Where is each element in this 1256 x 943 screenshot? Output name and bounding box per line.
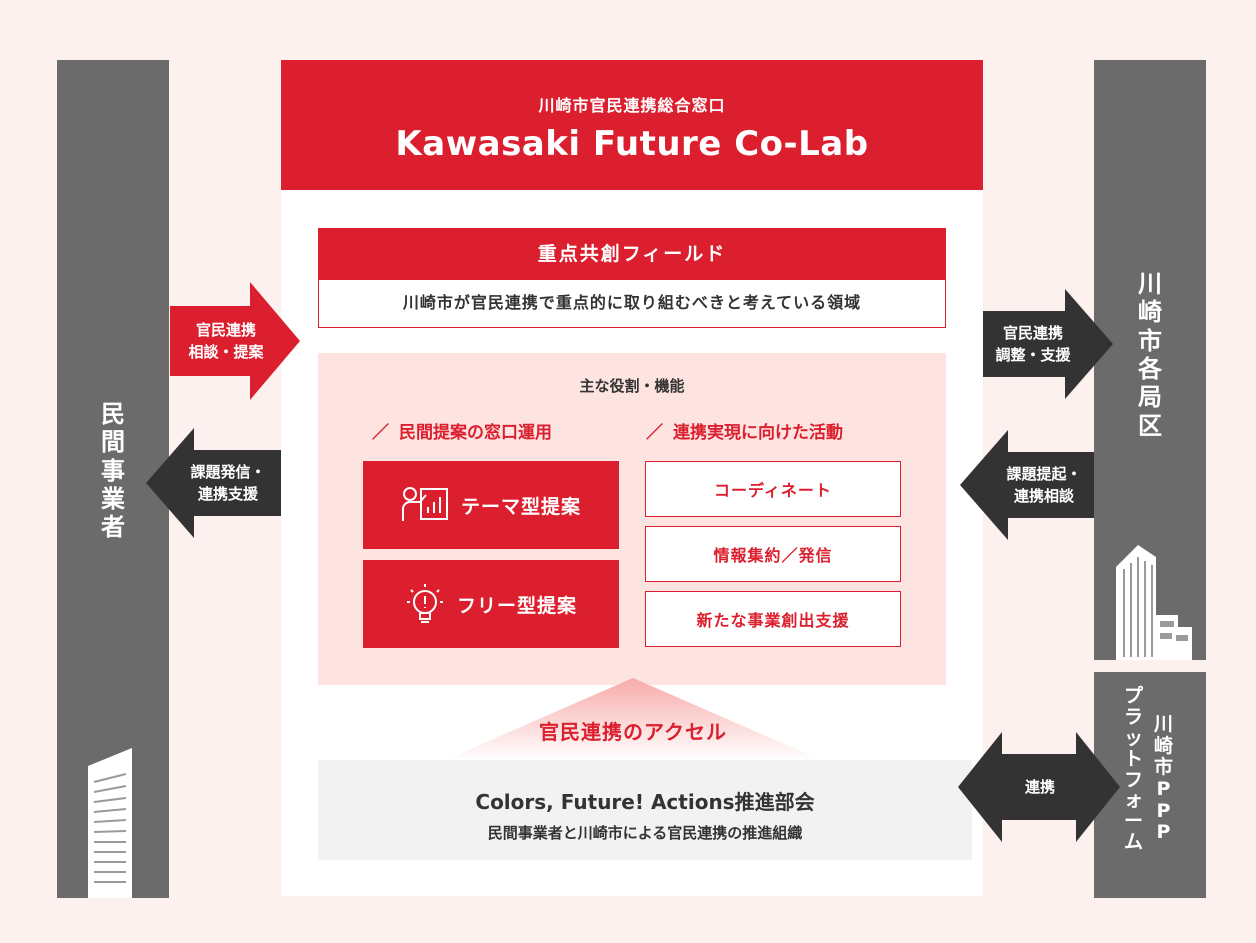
- private-proposal-heading: ／ 民間提案の窓口運用: [372, 418, 552, 443]
- theme-proposal-label: テーマ型提案: [460, 495, 581, 518]
- arrow-ppp-link: [958, 732, 1120, 842]
- focus-field-heading: 重点共創フィールド: [318, 228, 946, 280]
- free-proposal-box: フリー型提案: [363, 560, 619, 648]
- theme-proposal-box: テーマ型提案: [363, 461, 619, 549]
- activity-coordinate: コーディネート: [645, 461, 901, 517]
- slash-mark: ／: [646, 423, 663, 443]
- header-subtitle: 川崎市官民連携総合窓口: [538, 96, 726, 115]
- focus-field-description: 川崎市が官民連携で重点的に取り組むべきと考えている領域: [318, 280, 946, 328]
- arrow-consult-propose-label: 官民連携相談・提案: [188, 321, 264, 361]
- slash-mark: ／: [372, 423, 389, 443]
- collab-activity-label: 連携実現に向けた活動: [673, 423, 843, 443]
- collab-activity-heading: ／ 連携実現に向けた活動: [646, 418, 843, 443]
- presentation-icon: [401, 487, 448, 521]
- cfa-description: 民間事業者と川崎市による官民連携の推進組織: [487, 824, 803, 842]
- arrow-coordinate-support: [983, 289, 1113, 399]
- arrow-issue-support: [146, 428, 281, 538]
- lightbulb-icon: [406, 584, 443, 623]
- cfa-box: [318, 760, 972, 860]
- header-title: Kawasaki Future Co-Lab: [395, 124, 869, 164]
- accel-arrow: [445, 678, 821, 760]
- free-proposal-label: フリー型提案: [456, 594, 577, 617]
- arrow-consult-propose: [170, 282, 300, 400]
- arrow-issue-support-label: 課題発信・連携支援: [190, 463, 266, 503]
- ppp-col2: プラットフォーム: [1124, 685, 1144, 854]
- city-bureaus-label: 川崎市各局区: [1138, 270, 1162, 440]
- arrow-raise-consult: [960, 430, 1094, 540]
- building-right-icon: [1116, 545, 1192, 660]
- arrow-coordinate-support-label: 官民連携調整・支援: [995, 324, 1071, 364]
- private-business-label: 民間事業者: [101, 400, 125, 542]
- arrow-raise-consult-label: 課題提起・連携相談: [1006, 465, 1082, 505]
- activity-new-business: 新たな事業創出支援: [645, 591, 901, 647]
- cfa-title: Colors, Future! Actions推進部会: [475, 790, 815, 814]
- activity-info: 情報集約／発信: [645, 526, 901, 582]
- accel-label: 官民連携のアクセル: [539, 720, 727, 744]
- building-left-icon: [88, 748, 132, 898]
- private-proposal-label: 民間提案の窓口運用: [399, 423, 552, 443]
- colab-header: 川崎市官民連携総合窓口 Kawasaki Future Co-Lab: [281, 60, 983, 190]
- roles-title: 主な役割・機能: [579, 377, 685, 395]
- arrow-ppp-link-label: 連携: [1024, 778, 1055, 796]
